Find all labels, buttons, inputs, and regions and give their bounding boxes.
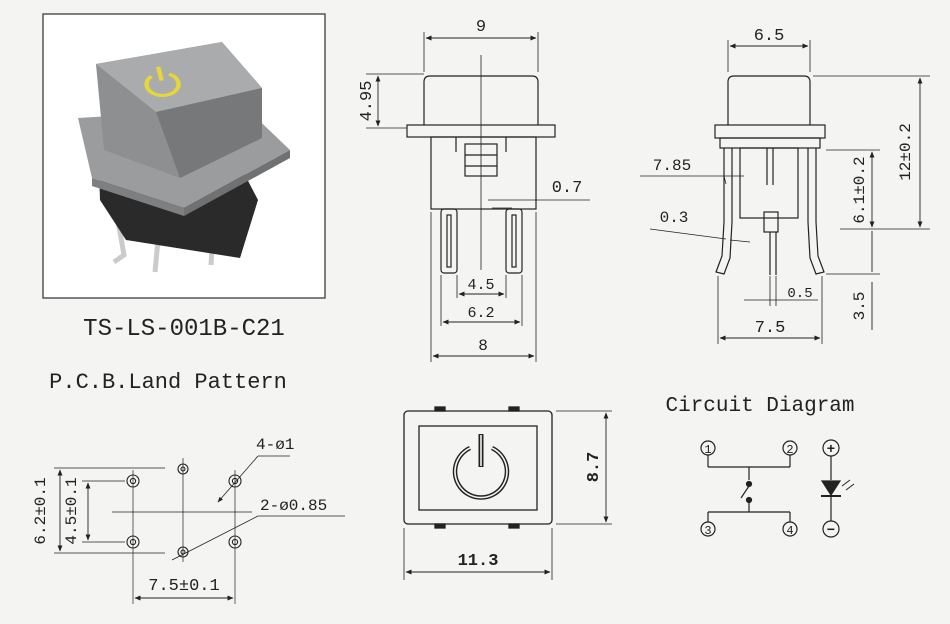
dim-front-width: 9 [476,18,486,37]
pcb-section-title: P.C.B.Land Pattern [49,370,287,395]
dim-side-cap-width: 6.5 [754,27,785,46]
power-icon [144,66,181,97]
dim-side-pin-gap: 0.5 [787,286,812,302]
pcb-inner-spacing: 4.5±0.1 [63,477,81,544]
circuit-pin-4-label: 4 [786,524,793,538]
top-view [403,406,612,580]
circuit-pin-2-label: 2 [786,443,793,457]
dim-side-body-height: 6.1±0.2 [851,156,869,223]
led-icon [820,480,842,497]
front-body [430,136,537,210]
dim-top-width: 11.3 [458,552,499,571]
pcb-horizontal-spacing: 7.5±0.1 [148,577,219,596]
dim-front-pin-thickness: 0.7 [552,179,583,198]
dim-side-body-offset: 7.85 [653,157,691,175]
pcb-hole-spec-small: 2-ø0.85 [260,497,327,515]
led-plus-label: + [827,442,835,458]
circuit-diagram [700,439,855,538]
dim-front-body-width: 8 [478,337,488,355]
top-outer [403,410,553,525]
dim-top-height: 8.7 [585,452,604,483]
power-icon [452,434,510,500]
side-cap [727,75,811,125]
front-pin-right [505,208,523,274]
circuit-section-title: Circuit Diagram [665,395,854,418]
model-number: TS-LS-001B-C21 [83,316,285,343]
dim-side-total-height: 12±0.2 [897,123,915,181]
circuit-pin-1-label: 1 [704,443,711,457]
product-photo [42,13,326,299]
side-flange [714,124,826,139]
front-view [366,32,590,362]
dim-front-cap-height: 4.95 [358,81,377,122]
circuit-pin-3-label: 3 [704,524,711,538]
side-view [640,40,930,344]
pcb-hole-spec-large: 4-ø1 [256,436,294,454]
dim-side-pin-span: 7.5 [755,319,786,338]
pcb-land-pattern [54,455,345,604]
dim-side-pin-width: 0.3 [660,209,689,227]
side-leg-left [715,148,733,275]
dim-front-pin-inner: 4.5 [467,277,494,294]
dim-front-pin-outer: 6.2 [467,305,494,322]
pcb-outer-spacing: 6.2±0.1 [32,477,50,544]
side-leg-right [807,148,825,275]
top-inner [418,425,538,511]
led-minus-label: − [827,523,835,539]
front-pin-left [440,208,458,274]
dim-side-pin-length: 3.5 [851,292,869,321]
